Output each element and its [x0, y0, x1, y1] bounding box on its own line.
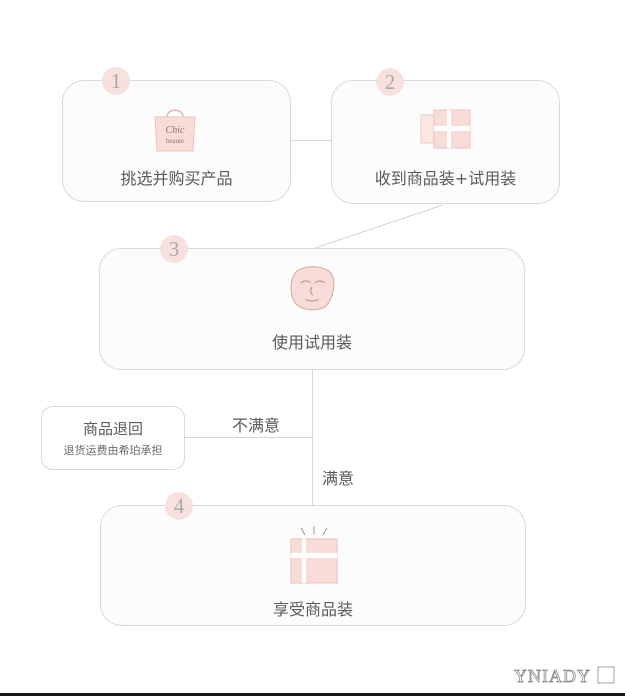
- step-4-badge: 4: [165, 492, 193, 520]
- step-2-badge: 2: [376, 68, 404, 96]
- step-4-box: 享受商品装: [100, 505, 526, 626]
- step-4-label: 享受商品装: [272, 600, 353, 619]
- step-3-badge: 3: [160, 235, 188, 263]
- product-box-sparkle-icon: [290, 526, 338, 584]
- step-2-box: 收到商品装+试用装: [331, 80, 560, 204]
- watermark: YNIADY: [510, 663, 618, 689]
- return-title: 商品退回: [82, 420, 143, 438]
- watermark-text: YNIADY: [514, 666, 591, 686]
- connector-1-2: [290, 140, 332, 141]
- bag-text-1: Chic: [166, 125, 185, 136]
- shopping-bag-icon: Chic beaute: [154, 109, 196, 152]
- step-2-label: 收到商品装+试用装: [374, 169, 517, 188]
- product-box-icon: [420, 109, 471, 149]
- step-3-label: 使用试用装: [271, 333, 352, 352]
- satisfied-label: 满意: [322, 469, 355, 488]
- unsatisfied-label: 不满意: [232, 416, 281, 435]
- bag-text-2: beaute: [166, 137, 184, 145]
- watermark-logo-icon: YNIADY: [514, 666, 615, 686]
- connector-3-4: [312, 370, 313, 505]
- return-note: 退货运费由希珀承担: [63, 444, 163, 457]
- step-1-label: 挑选并购买产品: [120, 169, 233, 188]
- face-mask-icon: [290, 266, 335, 311]
- step-3-box: 使用试用装: [99, 248, 525, 370]
- bottom-rule: [0, 693, 625, 696]
- step-1-badge: 1: [102, 67, 130, 95]
- step-1-box: Chic beaute 挑选并购买产品: [62, 80, 291, 202]
- return-box: 商品退回 退货运费由希珀承担: [41, 406, 185, 470]
- connector-return: [185, 437, 312, 438]
